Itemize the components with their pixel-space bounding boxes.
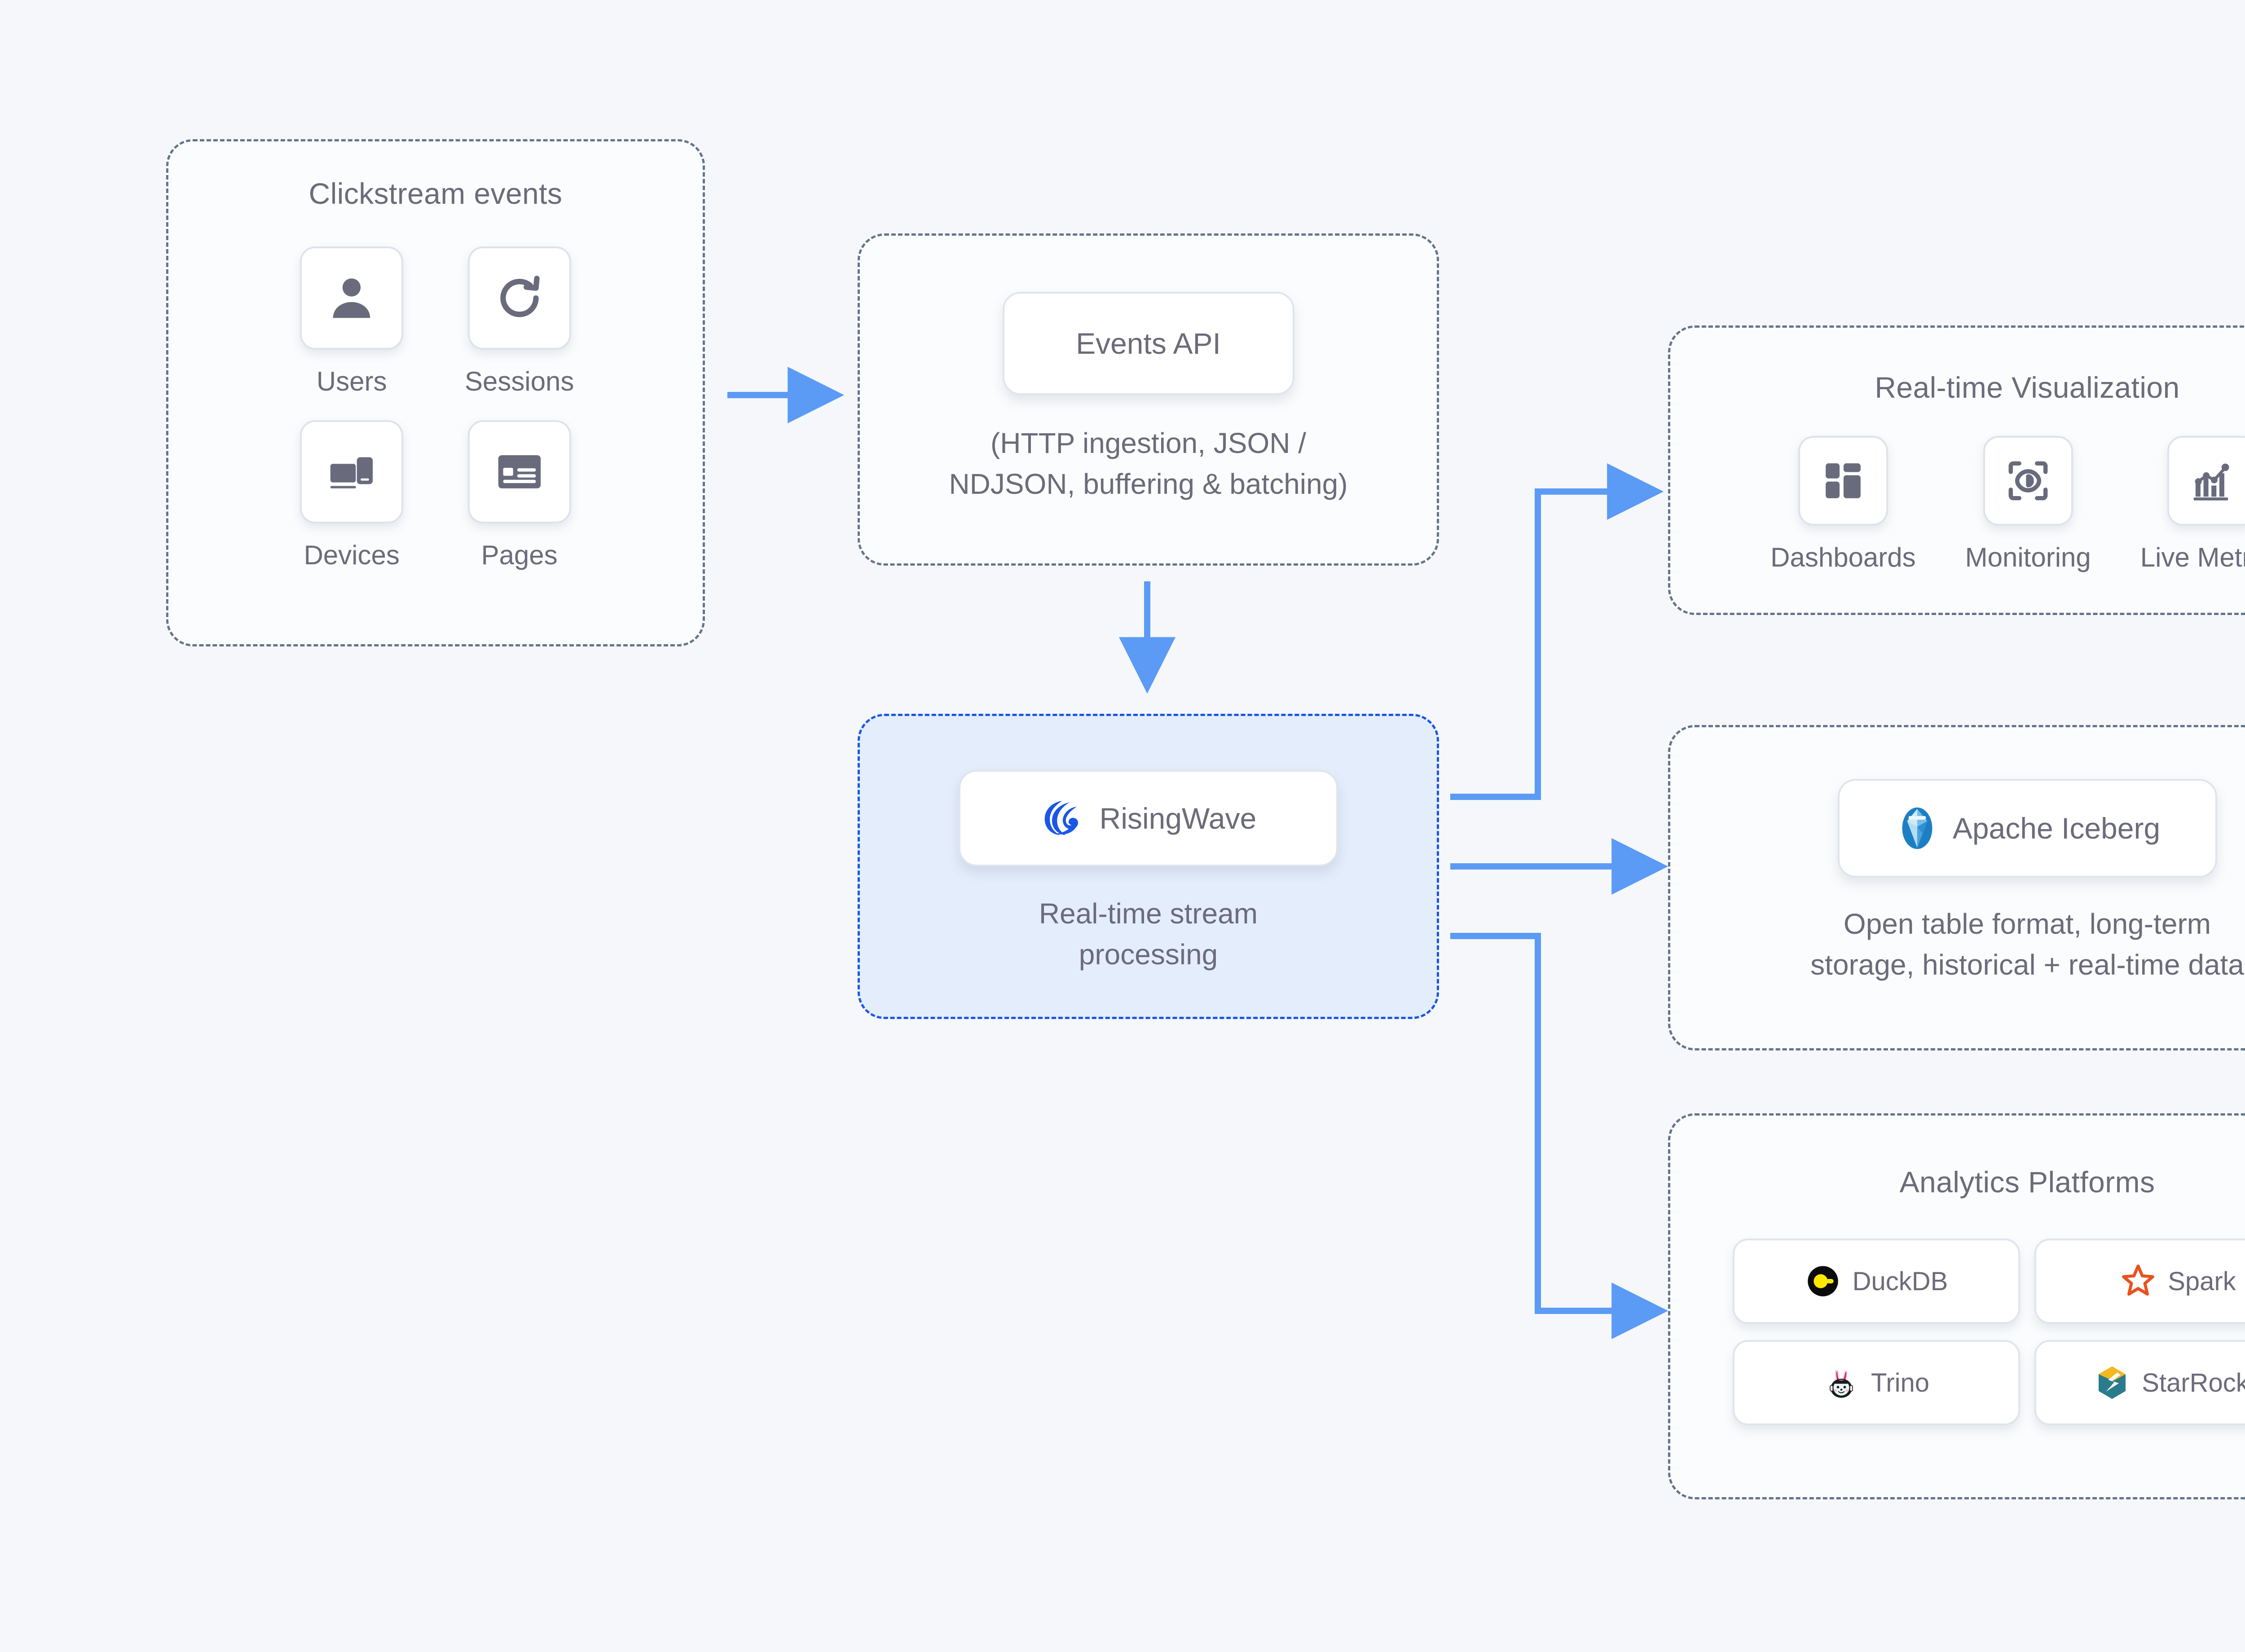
iceberg-label: Apache Iceberg [1952, 812, 2161, 845]
clickstream-title: Clickstream events [308, 177, 563, 210]
dashboard-grid-icon [1798, 436, 1888, 526]
analytics-label-duckdb: DuckDB [1852, 1266, 1948, 1296]
iceberg-caption: Open table format, long-term storage, hi… [1810, 904, 2244, 985]
connector-risingwave-to-analytics [1450, 933, 1668, 1339]
group-iceberg: Apache Iceberg Open table format, long-t… [1668, 725, 2245, 1050]
analytics-label-trino: Trino [1871, 1368, 1929, 1397]
risingwave-pill[interactable]: RisingWave [959, 770, 1338, 866]
events-api-caption-line2: NDJSON, buffering & batching) [949, 467, 1348, 500]
clickstream-item-sessions[interactable]: Sessions [465, 246, 574, 397]
group-events-api: Events API (HTTP ingestion, JSON / NDJSO… [858, 233, 1439, 566]
clickstream-label-sessions: Sessions [465, 366, 574, 396]
visualization-title: Real-time Visualization [1875, 371, 2180, 404]
risingwave-caption-line1: Real-time stream [1039, 897, 1258, 930]
risingwave-caption: Real-time stream processing [1039, 893, 1258, 975]
visualization-label-monitoring: Monitoring [1965, 542, 2091, 572]
apache-iceberg-logo [1902, 807, 1932, 849]
iceberg-caption-line1: Open table format, long-term [1843, 908, 2211, 940]
refresh-clockwise-icon [467, 246, 571, 350]
clickstream-item-pages[interactable]: Pages [465, 420, 574, 571]
starrocks-logo [2099, 1366, 2126, 1399]
clickstream-label-devices: Devices [304, 540, 400, 570]
group-analytics: Analytics Platforms DuckDB Spark [1668, 1113, 2245, 1499]
bar-chart-trend-icon [2167, 436, 2245, 526]
eye-scan-icon [1983, 436, 2073, 526]
clickstream-label-users: Users [316, 366, 387, 396]
group-risingwave: RisingWave Real-time stream processing [858, 714, 1439, 1019]
visualization-item-dashboards[interactable]: Dashboards [1770, 436, 1916, 573]
page-article-icon [467, 420, 571, 523]
connector-risingwave-to-visualization [1450, 463, 1664, 800]
iceberg-pill[interactable]: Apache Iceberg [1837, 779, 2217, 878]
clickstream-item-devices[interactable]: Devices [297, 420, 406, 571]
analytics-chip-spark[interactable]: Spark [2034, 1239, 2245, 1324]
group-clickstream-events: Clickstream events Users [166, 139, 705, 646]
analytics-chip-duckdb[interactable]: DuckDB [1733, 1239, 2020, 1324]
clickstream-label-pages: Pages [481, 540, 558, 570]
visualization-label-dashboards: Dashboards [1770, 542, 1916, 572]
events-api-label: Events API [1076, 327, 1221, 360]
analytics-label-starrocks: StarRocks [2142, 1368, 2245, 1397]
iceberg-caption-line2: storage, historical + real-time data [1810, 948, 2244, 981]
user-icon [300, 246, 404, 350]
events-api-caption-line1: (HTTP ingestion, JSON / [990, 427, 1307, 459]
trino-logo [1830, 1370, 1853, 1398]
visualization-label-live-metrics: Live Metrics [2140, 542, 2245, 572]
analytics-title: Analytics Platforms [1899, 1165, 2155, 1199]
apache-spark-logo [2122, 1264, 2155, 1296]
analytics-label-spark: Spark [2168, 1266, 2236, 1296]
risingwave-label: RisingWave [1099, 801, 1257, 835]
analytics-chip-trino[interactable]: Trino [1733, 1340, 2020, 1425]
group-visualization: Real-time Visualization Dashboards [1668, 325, 2245, 615]
clickstream-item-users[interactable]: Users [297, 246, 406, 397]
visualization-item-monitoring[interactable]: Monitoring [1965, 436, 2091, 573]
risingwave-logo [1044, 800, 1078, 835]
events-api-caption: (HTTP ingestion, JSON / NDJSON, bufferin… [949, 423, 1347, 505]
visualization-item-live-metrics[interactable]: Live Metrics [2140, 436, 2245, 573]
devices-icon [300, 420, 404, 523]
risingwave-caption-line2: processing [1078, 938, 1218, 971]
analytics-chip-starrocks[interactable]: StarRocks [2034, 1340, 2245, 1425]
duckdb-logo [1807, 1266, 1838, 1296]
events-api-pill[interactable]: Events API [1002, 292, 1294, 395]
